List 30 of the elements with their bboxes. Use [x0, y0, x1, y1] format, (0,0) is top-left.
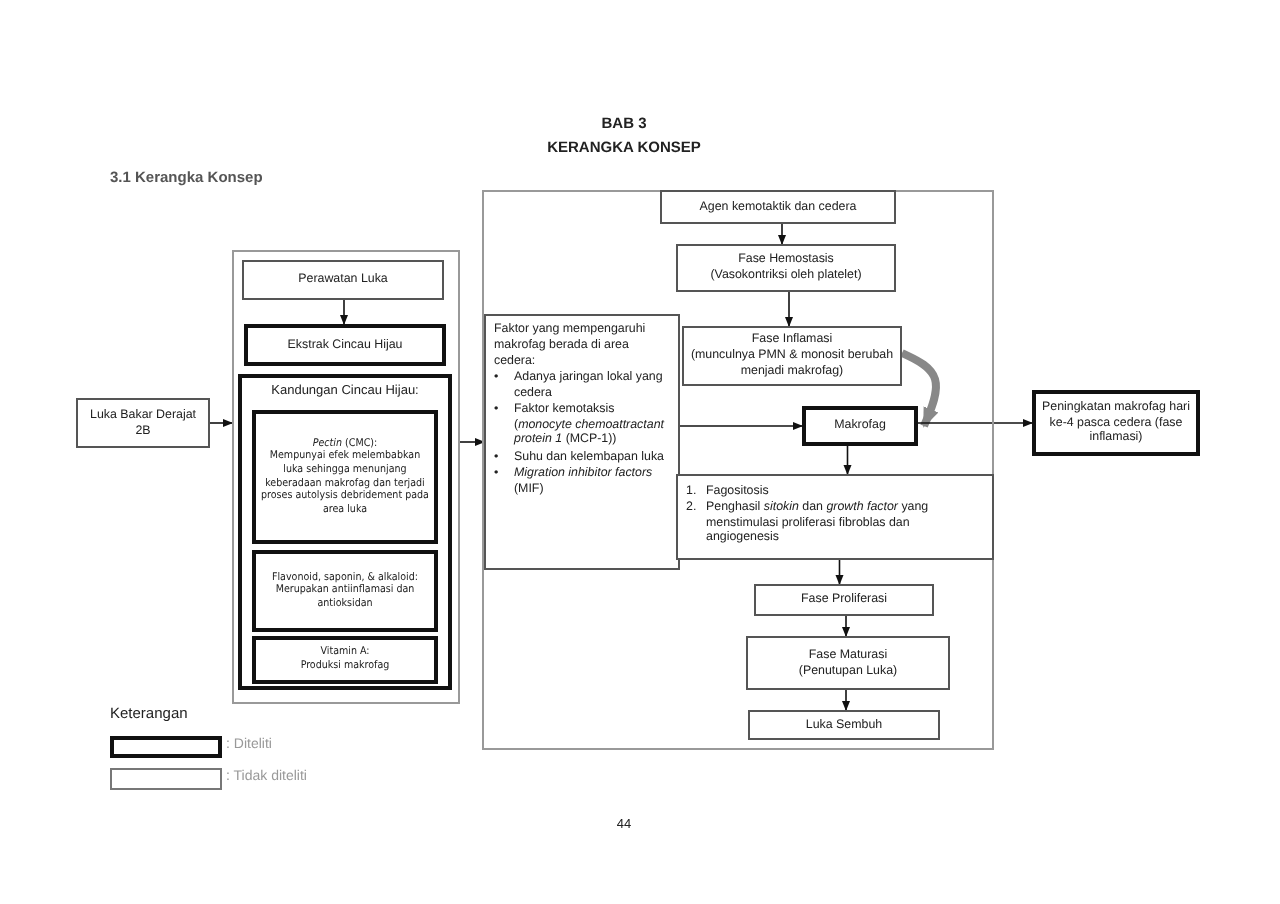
- content-box: [252, 636, 438, 684]
- process-box: [660, 190, 896, 224]
- group-box: [482, 190, 994, 750]
- arrow: [785, 291, 793, 327]
- process-box: [746, 636, 950, 690]
- arrow: [842, 615, 850, 637]
- process-box: [682, 326, 902, 386]
- content-box: [252, 550, 438, 632]
- process-box: [676, 244, 896, 292]
- arrow: [835, 559, 844, 585]
- arrow: [843, 445, 852, 475]
- content-box: [238, 374, 452, 690]
- result-box: [1032, 390, 1200, 456]
- process-box: [748, 710, 940, 740]
- process-box: [676, 474, 994, 560]
- process-box: [802, 406, 918, 446]
- process-box: [244, 324, 446, 366]
- process-box: [242, 260, 444, 300]
- arrow: [917, 419, 1033, 427]
- arrow: [459, 438, 485, 446]
- content-box: [252, 410, 438, 544]
- arrow: [778, 223, 786, 245]
- arrow: [209, 419, 233, 427]
- source-box: [76, 398, 210, 448]
- arrow: [340, 299, 348, 325]
- arrow: [842, 689, 850, 711]
- group-box: [232, 250, 460, 704]
- factor-box: [484, 314, 680, 570]
- arrow: [679, 422, 803, 430]
- process-box: [754, 584, 934, 616]
